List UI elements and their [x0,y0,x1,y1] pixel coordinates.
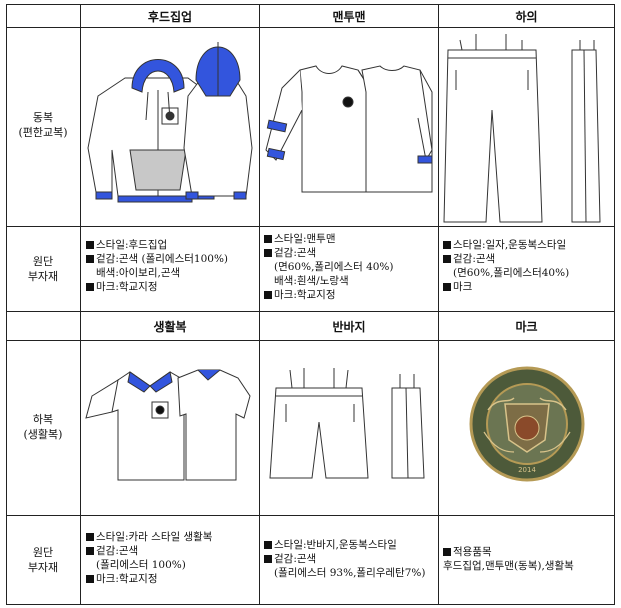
hoodie-spec: 스타일:후드집업 겉감:곤색 (폴리에스터100%) 배색:아이보리,곤색 마크… [86,238,228,294]
header-hoodie: 후드집업 [147,10,193,24]
row-label-summer: 하복 (생활복) [23,413,63,441]
pants-spec: 스타일:일자,운동복스타일 겉감:곤색 (면60%,폴리에스터40%) 마크 [443,238,569,294]
shorts-spec: 스타일:반바지,운동복스타일 겉감:곤색 (폴리에스터 93%,폴리우레탄7%) [264,538,425,580]
emblem-year: 2014 [518,466,536,474]
hoodie-illustration [87,42,253,203]
row-label-material-1: 원단 부자재 [27,255,59,283]
header-mark: 마크 [515,320,538,334]
header-polo: 생활복 [153,320,187,334]
row-label-material-2: 원단 부자재 [27,546,59,574]
pants-illustration [443,34,601,223]
shorts-illustration [269,368,425,479]
header-sweatshirt: 맨투맨 [332,10,366,24]
table-grid [6,4,615,605]
sweatshirt-illustration [265,65,433,193]
header-shorts: 반바지 [332,320,366,334]
mark-spec: 적용품목 후드집업,맨투맨(동복),생활복 [443,546,574,572]
header-pants: 하의 [515,10,538,24]
sweatshirt-spec: 스타일:맨투맨 겉감:곤색 (면60%,폴리에스터 40%) 배색:흰색/노랑색… [264,232,394,302]
polo-illustration [85,369,251,481]
row-label-winter: 동복 (편한교복) [18,111,68,139]
school-emblem: 2014 [469,366,585,482]
polo-spec: 스타일:카라 스타일 생활복 겉감:곤색 (폴리에스터 100%) 마크:학교지… [86,530,212,586]
